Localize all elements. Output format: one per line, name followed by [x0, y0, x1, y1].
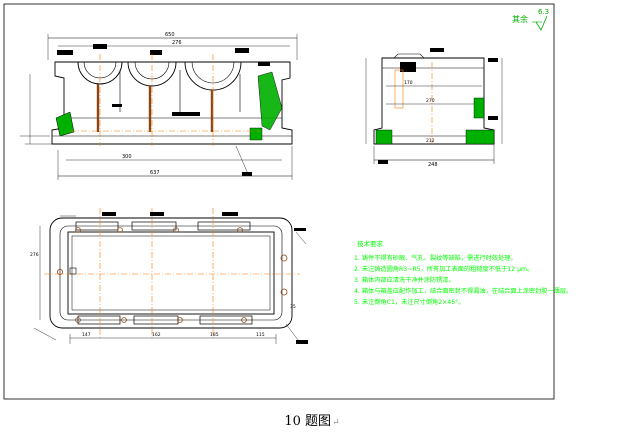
dim-plan-height: 276: [30, 252, 39, 258]
figure-caption: 10 题图↵: [0, 410, 624, 429]
dim-plan-bottom-c: 185: [210, 332, 219, 338]
note-item-2: 2. 未注铸造圆角R3~R5，所有加工表面的粗糙度不低于12 μm。: [354, 266, 534, 273]
dim-front-mid: 276: [172, 40, 182, 46]
dim-front-span: 300: [122, 154, 132, 160]
dim-side-top: 170: [404, 80, 413, 86]
dim-front-total: 650: [165, 32, 175, 38]
roughness-symbol: [535, 15, 548, 31]
dim-side-inner: 212: [426, 138, 435, 144]
dim-front-bottom: 637: [150, 170, 160, 176]
plan-view: 276 35 147 162 185 115: [30, 208, 308, 344]
notes-title: 技术要求: [357, 240, 383, 248]
paragraph-mark-icon: ↵: [332, 418, 340, 428]
roughness-value: 6.3: [538, 8, 550, 16]
dim-plan-side: 35: [290, 304, 296, 310]
note-item-1: 1. 铸件不得有砂眼、气孔、裂纹等缺陷，需进行时效处理。: [354, 255, 517, 262]
roughness-note: 其余 6.3: [512, 8, 549, 25]
front-view: 650 276: [20, 32, 298, 180]
dim-plan-bottom-d: 115: [256, 332, 265, 338]
note-item-4: 4. 箱体与箱盖应配作加工，结合面密封不得漏油，在结合面上涂密封胶一薄层。: [354, 288, 573, 295]
dim-side-height: 270: [426, 98, 435, 104]
dim-side-width: 248: [428, 162, 438, 168]
side-view: 248 170 270 212: [365, 48, 503, 168]
note-item-3: 3. 箱体内部应清洗干净并涂防锈漆。: [354, 277, 455, 284]
drawing-frame: [3, 3, 555, 400]
caption-text: 10 题图: [284, 414, 332, 429]
note-item-5: 5. 未注倒角C1，未注尺寸倒角2×45°。: [354, 299, 465, 306]
dim-plan-bottom-a: 147: [82, 332, 91, 338]
dim-plan-bottom-b: 162: [152, 332, 161, 338]
technical-notes: 技术要求 1. 铸件不得有砂眼、气孔、裂纹等缺陷，需进行时效处理。 2. 未注铸…: [354, 238, 584, 308]
roughness-label: 其余: [512, 15, 528, 24]
